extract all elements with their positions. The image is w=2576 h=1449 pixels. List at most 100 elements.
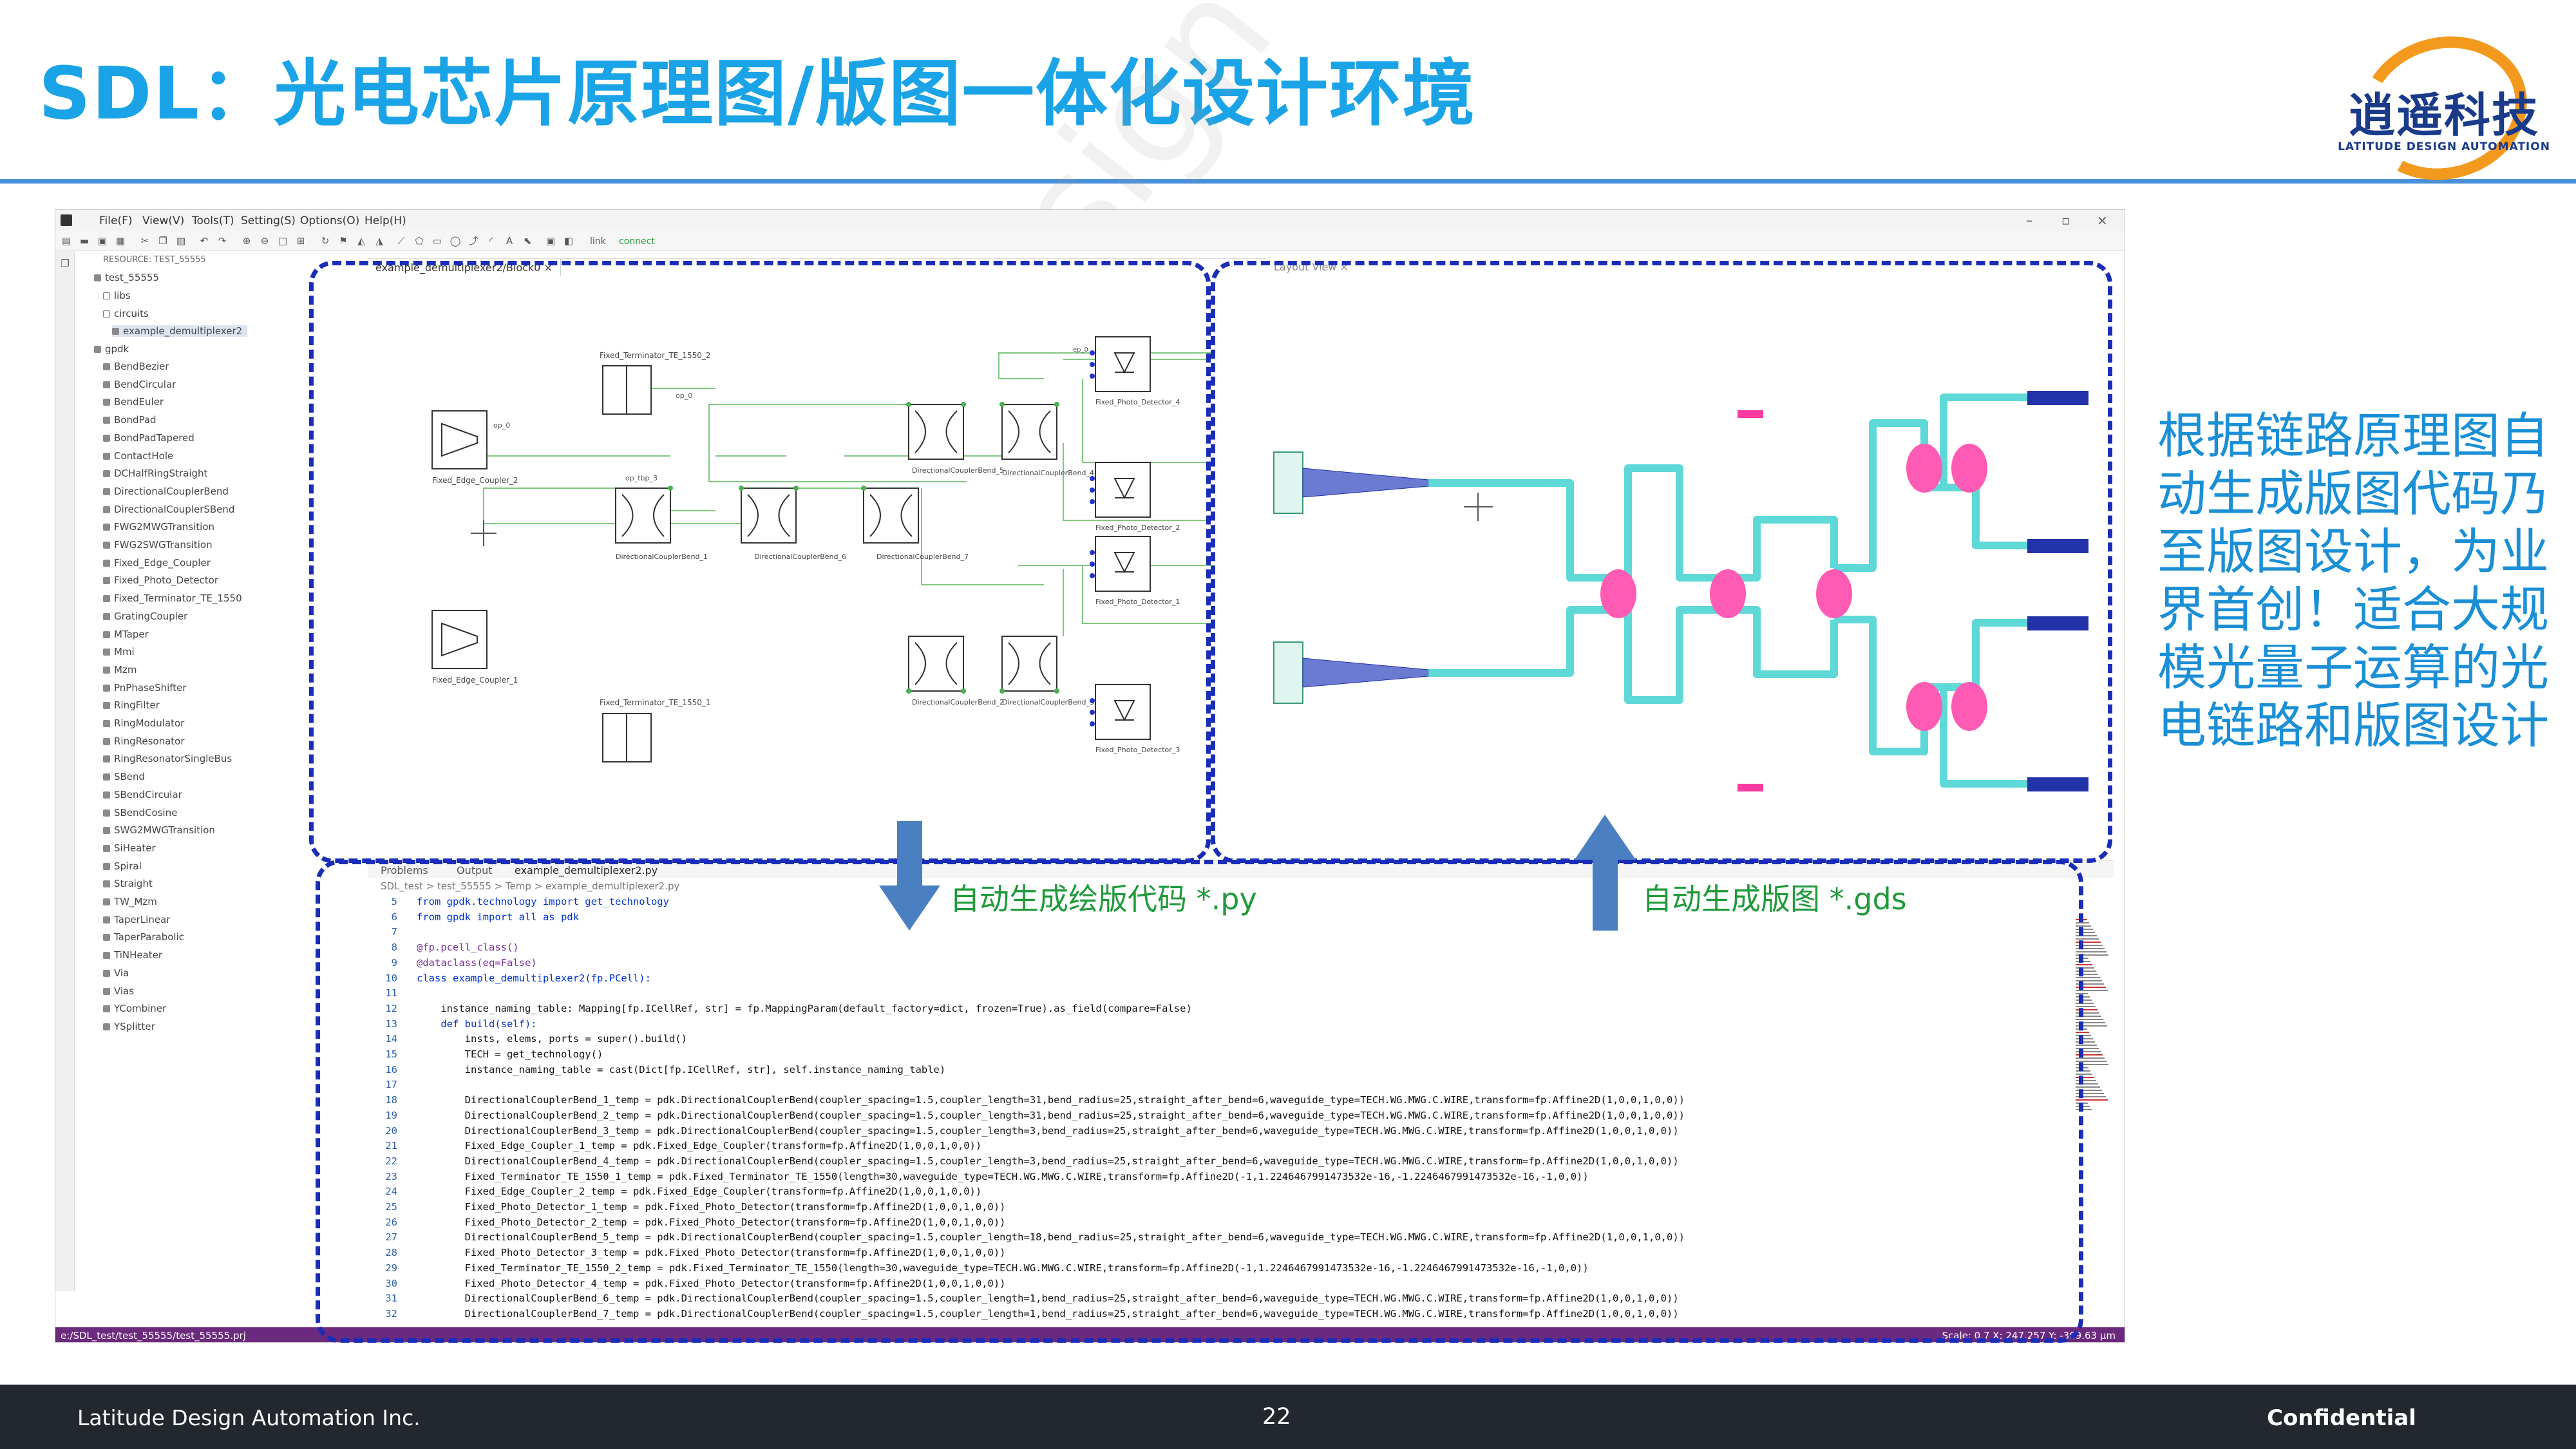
tree-cell-item[interactable]: FWG2MWGTransition	[103, 521, 214, 533]
rectangle-icon[interactable]: ▭	[432, 235, 442, 247]
line-text: def build(self):	[417, 1018, 537, 1030]
tree-cell-item[interactable]: BendEuler	[103, 396, 164, 408]
menu-tools[interactable]: Tools(T)	[192, 214, 234, 227]
tree-cell-item[interactable]: SBend	[103, 771, 145, 782]
cell-icon[interactable]: ◧	[564, 235, 574, 247]
grid-icon[interactable]: ⊞	[296, 235, 305, 247]
menu-file[interactable]: File(F)	[99, 214, 133, 227]
tree-cell-item[interactable]: TiNHeater	[103, 949, 162, 961]
tab-source-file[interactable]: example_demultiplexer2.py	[515, 864, 658, 876]
text-icon[interactable]: A	[506, 235, 513, 247]
zoom-in-icon[interactable]: ⊕	[242, 235, 251, 247]
tree-cell-item[interactable]: DCHalfRingStraight	[103, 468, 207, 479]
tree-cell-item[interactable]: BondPad	[103, 414, 156, 426]
schematic-view[interactable]: example_demultiplexer2/Block0 × op_0 Fix…	[368, 258, 1266, 813]
tree-cell-item[interactable]: PnPhaseShifter	[103, 682, 187, 694]
coupler-row-bottom[interactable]	[908, 636, 1057, 692]
edge-coupler-2[interactable]	[431, 410, 488, 469]
wire-icon[interactable]: ⟋	[397, 235, 405, 247]
undo-icon[interactable]: ↶	[200, 235, 209, 247]
tree-cell-item[interactable]: YCombiner	[103, 1003, 166, 1014]
link-button[interactable]: link	[590, 236, 606, 247]
tree-cell-item[interactable]: TW_Mzm	[103, 896, 157, 907]
tree-cell-item[interactable]: BendBezier	[103, 361, 169, 372]
tree-cell-item[interactable]: RingModulator	[103, 717, 184, 729]
layer-icon[interactable]: ▣	[545, 235, 556, 247]
path-icon[interactable]: ⤴	[468, 235, 478, 247]
connect-button[interactable]: connect	[619, 236, 655, 247]
tree-cell-item[interactable]: GratingCoupler	[103, 611, 187, 622]
new-file-icon[interactable]: ▤	[61, 235, 71, 247]
tree-cell-item[interactable]: YSplitter	[103, 1021, 155, 1032]
paste-icon[interactable]: ▥	[176, 235, 186, 247]
tree-cell-item[interactable]: FWG2SWGTransition	[103, 539, 213, 551]
tree-cell-item[interactable]: TaperParabolic	[103, 931, 184, 943]
tree-cell-item[interactable]: DirectionalCouplerSBend	[103, 504, 234, 515]
menu-options[interactable]: Options(O)	[300, 214, 360, 227]
tree-cell-item[interactable]: Straight	[103, 878, 153, 889]
mirror-icon[interactable]: ◭	[357, 235, 365, 247]
photo-detectors[interactable]	[1095, 336, 1151, 740]
tree-gpdk[interactable]: gpdk	[94, 343, 129, 355]
ruler-icon[interactable]: ◮	[375, 235, 383, 247]
tree-cell-item[interactable]: Vias	[103, 985, 134, 997]
tree-cell-item[interactable]: Mmi	[103, 646, 135, 658]
tree-root[interactable]: test_55555	[94, 272, 159, 283]
tree-cell-item[interactable]: BondPadTapered	[103, 432, 194, 444]
explorer-icon[interactable]: ❐	[61, 258, 70, 269]
copy-icon[interactable]: ❐	[158, 235, 167, 247]
tree-cell-item[interactable]: DirectionalCouplerBend	[103, 486, 229, 497]
terminator-2[interactable]	[602, 365, 652, 415]
ellipse-icon[interactable]: ◯	[450, 235, 461, 247]
close-icon[interactable]: ×	[2097, 213, 2108, 228]
terminator-1[interactable]	[602, 713, 652, 762]
tree-cell-item[interactable]: Via	[103, 967, 129, 979]
tree-cell-item[interactable]: RingFilter	[103, 699, 160, 711]
edge-coupler-1[interactable]	[431, 610, 488, 669]
tree-cell-item[interactable]: SWG2MWGTransition	[103, 824, 215, 836]
cut-icon[interactable]: ✂	[140, 235, 149, 247]
tree-cell-item[interactable]: MTaper	[103, 629, 149, 640]
open-folder-icon[interactable]: ▬	[79, 235, 90, 247]
coupler-row-top[interactable]	[908, 404, 1057, 460]
menu-view[interactable]: View(V)	[142, 214, 185, 227]
tree-cell-item[interactable]: RingResonatorSingleBus	[103, 753, 232, 764]
menu-help[interactable]: Help(H)	[365, 214, 406, 227]
tree-circuit-item[interactable]: example_demultiplexer2	[112, 325, 248, 337]
zoom-fit-icon[interactable]: □	[278, 235, 288, 247]
tab-problems[interactable]: Problems	[381, 864, 428, 876]
print-icon[interactable]: ▦	[115, 235, 126, 247]
arc-icon[interactable]: ◜	[489, 235, 493, 247]
tree-cell-item[interactable]: SBendCircular	[103, 789, 182, 800]
code-line: 16 instance_naming_table = cast(Dict[fp.…	[368, 1063, 2114, 1078]
save-icon[interactable]: ▣	[97, 235, 108, 247]
tree-cell-item[interactable]: ContactHole	[103, 450, 173, 462]
tree-cell-item[interactable]: SiHeater	[103, 842, 156, 854]
pointer-icon[interactable]: ⬉	[523, 235, 532, 247]
maximize-icon[interactable]: ▫	[2061, 213, 2070, 228]
tree-cell-item[interactable]: Fixed_Photo_Detector	[103, 574, 218, 586]
tree-cell-item[interactable]: Spiral	[103, 860, 142, 872]
schematic-canvas[interactable]: op_0 Fixed_Terminator_TE_1550_2 Fixed_Te…	[368, 276, 1266, 814]
tree-cell-item[interactable]: Mzm	[103, 664, 137, 676]
tree-cell-item[interactable]: Fixed_Terminator_TE_1550	[103, 592, 242, 604]
redo-icon[interactable]: ↷	[218, 235, 227, 247]
tree-cell-item[interactable]: BendCircular	[103, 379, 176, 390]
tree-cell-item[interactable]: SBendCosine	[103, 807, 177, 819]
rotate-icon[interactable]: ↻	[321, 235, 330, 247]
zoom-out-icon[interactable]: ⊖	[260, 235, 269, 247]
coupler-row-mid[interactable]	[615, 488, 919, 544]
tree-libs[interactable]: libs	[103, 290, 131, 301]
tab-output[interactable]: Output	[457, 864, 493, 876]
polygon-icon[interactable]: ⬠	[415, 235, 424, 247]
tree-cell-item[interactable]: RingResonator	[103, 735, 185, 747]
tree-circuits[interactable]: circuits	[103, 308, 149, 319]
flag-icon[interactable]: ⚑	[339, 235, 348, 247]
minimize-icon[interactable]: –	[2026, 213, 2032, 228]
tree-cell-item[interactable]: Fixed_Edge_Coupler	[103, 557, 211, 569]
layout-canvas[interactable]	[1267, 275, 2114, 813]
layout-view[interactable]: Layout View ×	[1267, 258, 2114, 813]
menu-setting[interactable]: Setting(S)	[241, 214, 296, 227]
tree-cell-item[interactable]: TaperLinear	[103, 914, 170, 925]
